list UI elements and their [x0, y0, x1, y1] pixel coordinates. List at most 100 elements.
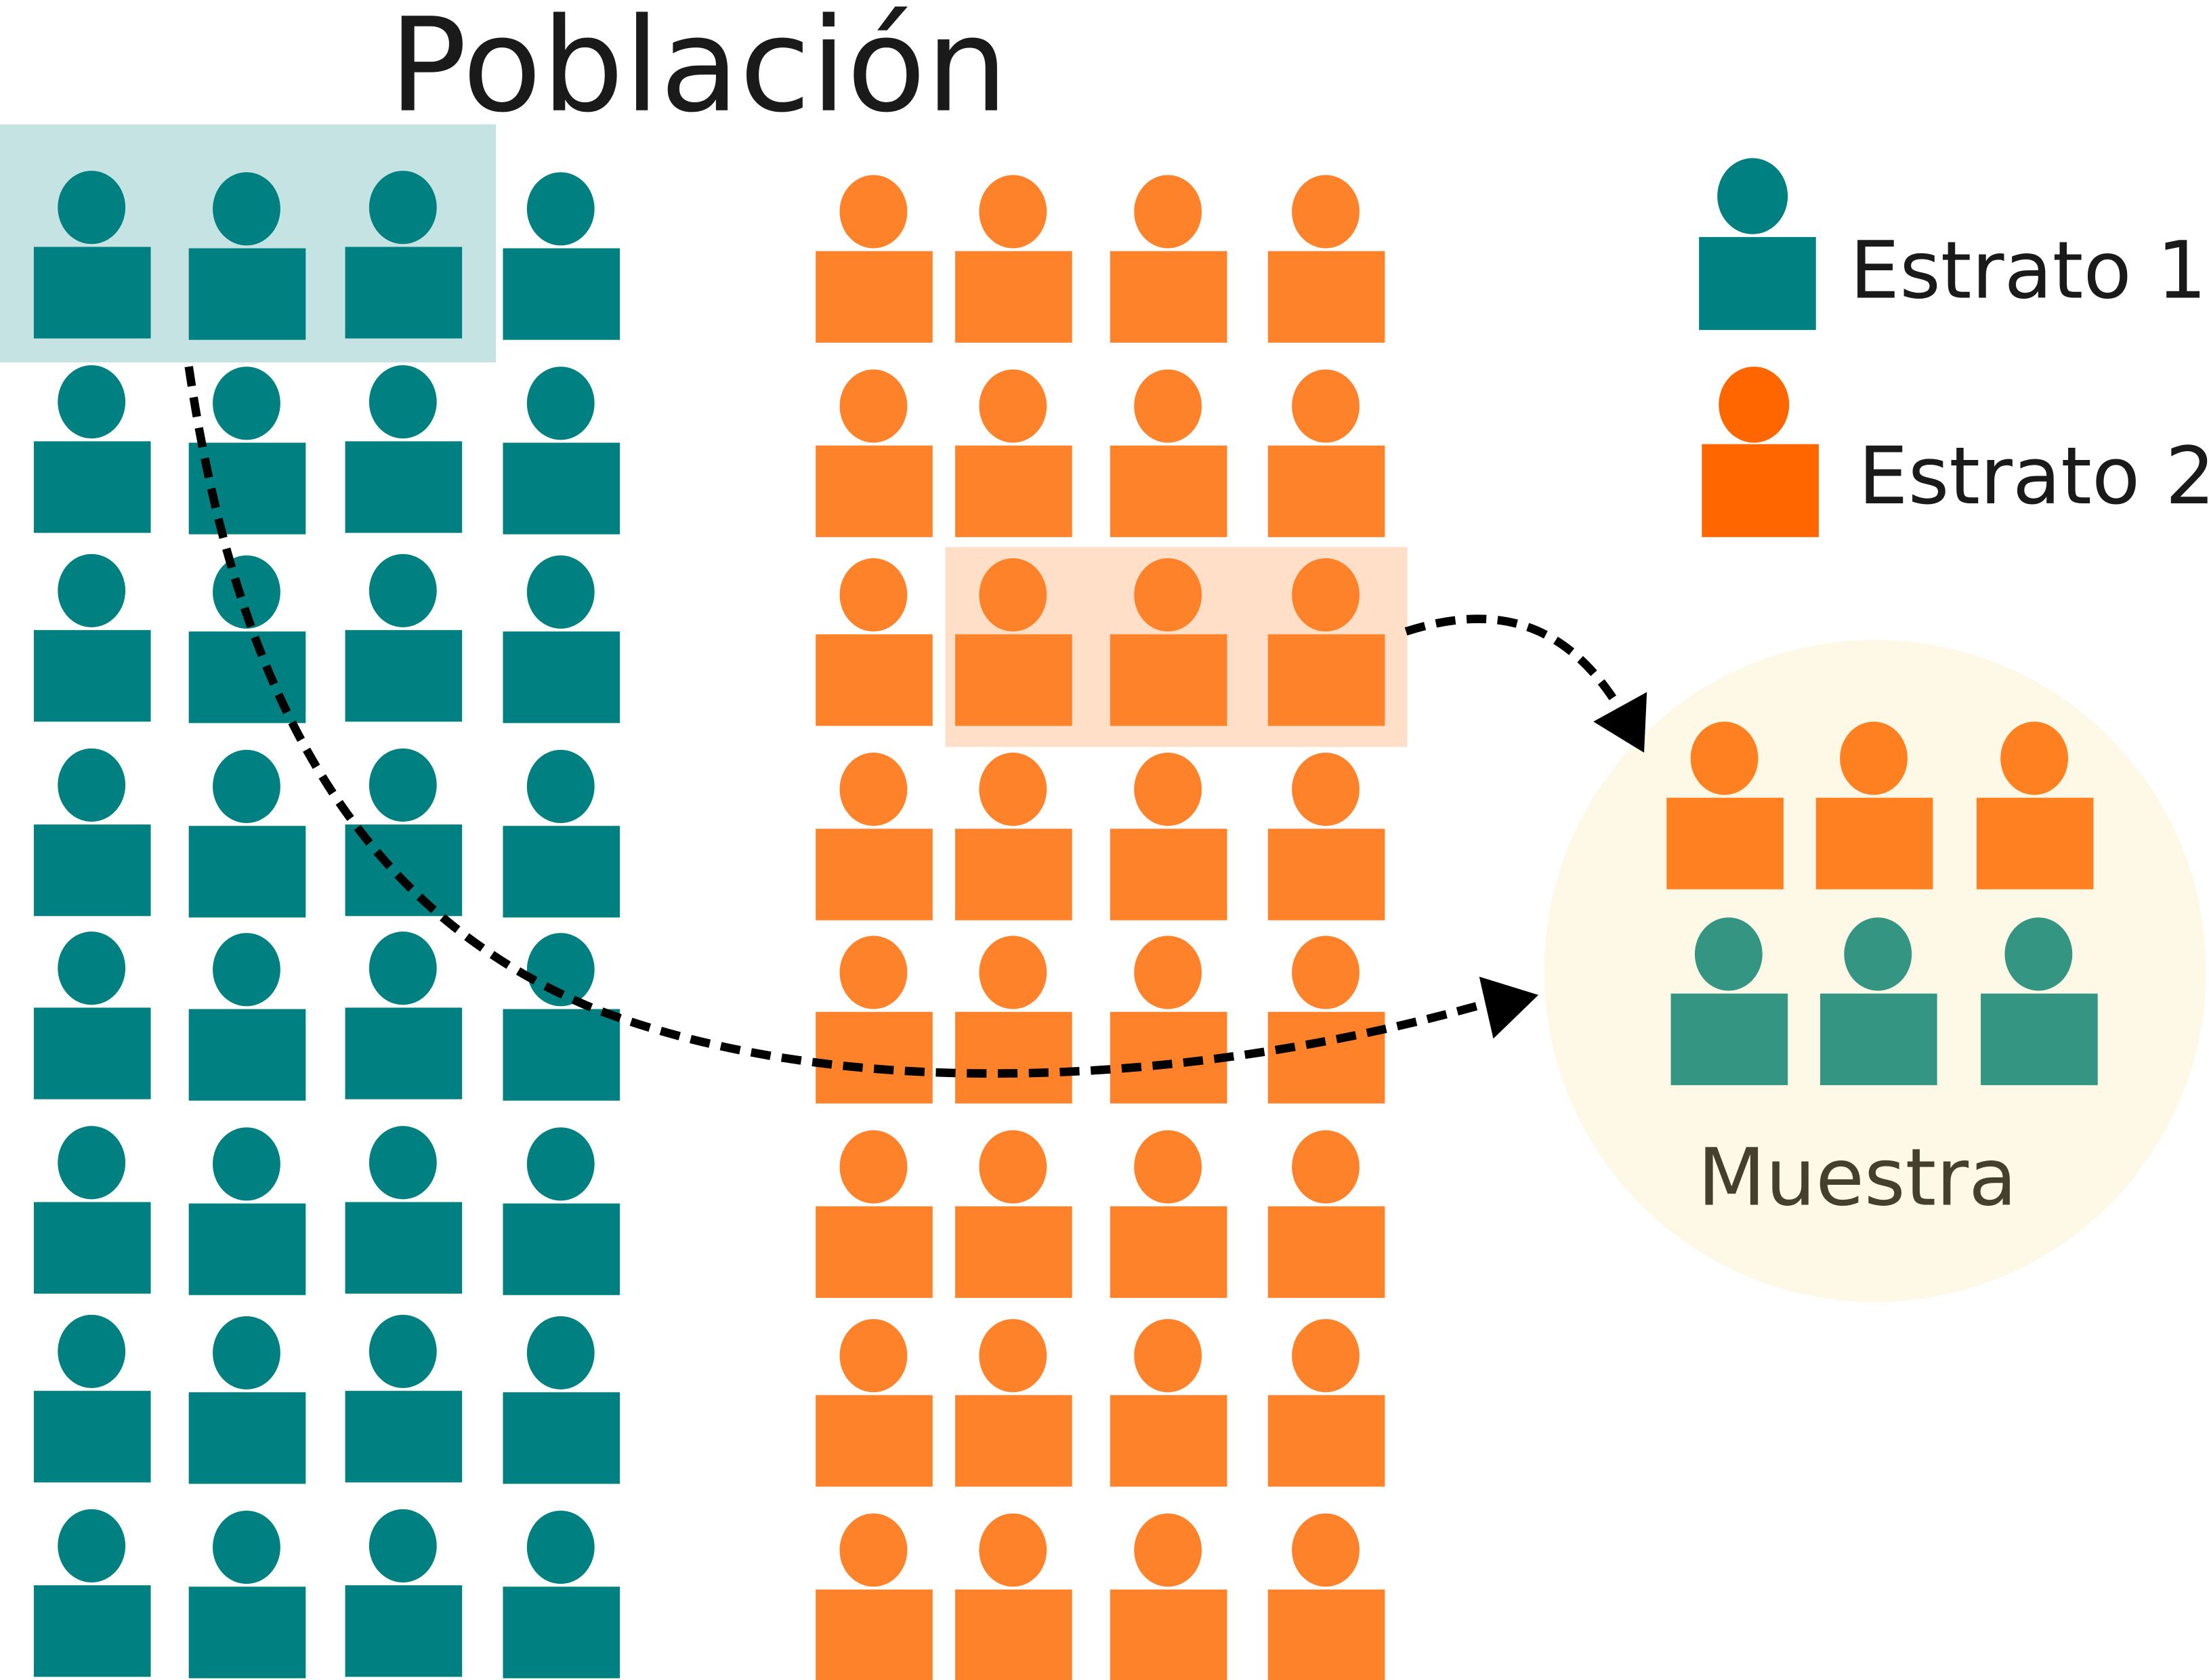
stratum2-person — [955, 1130, 1072, 1298]
stratum1-person — [503, 555, 620, 723]
stratum1-person — [503, 1316, 620, 1484]
stratum1-person — [345, 1314, 463, 1483]
stratum1-person — [33, 1314, 151, 1483]
person-head — [369, 748, 437, 822]
person-head — [369, 1126, 437, 1200]
stratum2-person — [1267, 558, 1385, 726]
person-head — [58, 1126, 126, 1200]
person-body — [1110, 1589, 1227, 1680]
person-body — [188, 442, 306, 534]
person-body — [1670, 993, 1788, 1085]
stratum2-person — [1110, 175, 1227, 343]
person-head — [526, 172, 595, 246]
person-head — [839, 1130, 908, 1204]
person-head — [213, 1316, 280, 1390]
person-body — [1267, 445, 1385, 537]
stratum1-person — [345, 1126, 463, 1294]
person-body — [345, 1202, 463, 1294]
person-head — [979, 1130, 1047, 1204]
stratum2-person — [955, 1513, 1072, 1680]
stratum2-person — [955, 1319, 1072, 1487]
stratum1-person — [345, 1509, 463, 1677]
person-body — [503, 1587, 620, 1679]
person-body — [1981, 993, 2098, 1085]
person-head — [839, 753, 908, 826]
person-head — [979, 1513, 1047, 1587]
person-body — [816, 251, 933, 343]
stratum2-person — [955, 369, 1072, 537]
legend-stratum1-body — [1699, 236, 1816, 331]
stratum1-person — [33, 748, 151, 917]
person-body — [503, 631, 620, 723]
stratum2-person — [1267, 1319, 1385, 1487]
legend-stratum2-label: Estrato 2 — [1858, 431, 2209, 522]
person-head — [839, 1319, 908, 1393]
sample-label: Muestra — [1698, 1133, 2017, 1224]
arrowhead-icon — [1593, 692, 1647, 753]
stratum1-person — [188, 555, 306, 723]
person-body — [188, 1203, 306, 1295]
person-head — [1134, 558, 1202, 632]
person-body — [503, 1203, 620, 1295]
person-body — [1666, 797, 1784, 889]
person-body — [345, 1585, 463, 1677]
person-head — [213, 1127, 280, 1201]
person-body — [503, 826, 620, 918]
legend-stratum1-head — [1717, 158, 1788, 234]
person-body — [1819, 993, 1937, 1085]
person-head — [2000, 721, 2069, 795]
person-head — [58, 365, 126, 439]
stratum1-person — [188, 366, 306, 534]
person-body — [816, 828, 933, 921]
person-head — [1840, 721, 1908, 795]
person-body — [188, 1009, 306, 1101]
person-head — [1134, 369, 1202, 443]
person-head — [526, 1127, 595, 1201]
stratum1-person — [33, 171, 151, 339]
person-body — [1976, 797, 2094, 889]
person-head — [979, 369, 1047, 443]
person-head — [213, 1510, 280, 1584]
person-body — [816, 634, 933, 726]
person-head — [526, 555, 595, 629]
stratum2-person — [955, 753, 1072, 921]
person-body — [1267, 1395, 1385, 1487]
stratum2-person — [1110, 1130, 1227, 1298]
person-head — [58, 553, 126, 627]
stratum1-person — [503, 1510, 620, 1679]
sample-stratum2-person — [1976, 721, 2094, 889]
person-body — [503, 1009, 620, 1101]
person-head — [58, 748, 126, 822]
stratum2-person — [816, 1319, 933, 1487]
person-body — [955, 1395, 1072, 1487]
person-body — [33, 1585, 151, 1677]
person-head — [979, 936, 1047, 1009]
stratum1-person — [503, 172, 620, 340]
person-body — [1267, 1011, 1385, 1104]
person-head — [58, 931, 126, 1005]
person-body — [345, 1007, 463, 1099]
stratum1-person — [188, 1316, 306, 1484]
person-body — [816, 1206, 933, 1298]
stratum2-person — [816, 936, 933, 1104]
sample-stratum1-person — [1981, 917, 2098, 1085]
person-head — [979, 558, 1047, 632]
person-head — [369, 365, 437, 439]
person-body — [955, 828, 1072, 921]
stratum2-person — [955, 175, 1072, 343]
person-head — [213, 366, 280, 440]
stratum2-person — [1110, 936, 1227, 1104]
stratum1-person — [188, 933, 306, 1101]
person-body — [345, 247, 463, 339]
person-body — [503, 1392, 620, 1484]
person-body — [1110, 1011, 1227, 1104]
person-head — [369, 553, 437, 627]
sample-stratum2-person — [1666, 721, 1784, 889]
arrow-stratum2-to-sample — [1404, 614, 1621, 707]
person-head — [58, 171, 126, 245]
person-body — [188, 1392, 306, 1484]
stratum1-person — [33, 931, 151, 1099]
person-body — [955, 1206, 1072, 1298]
person-head — [1292, 369, 1360, 443]
